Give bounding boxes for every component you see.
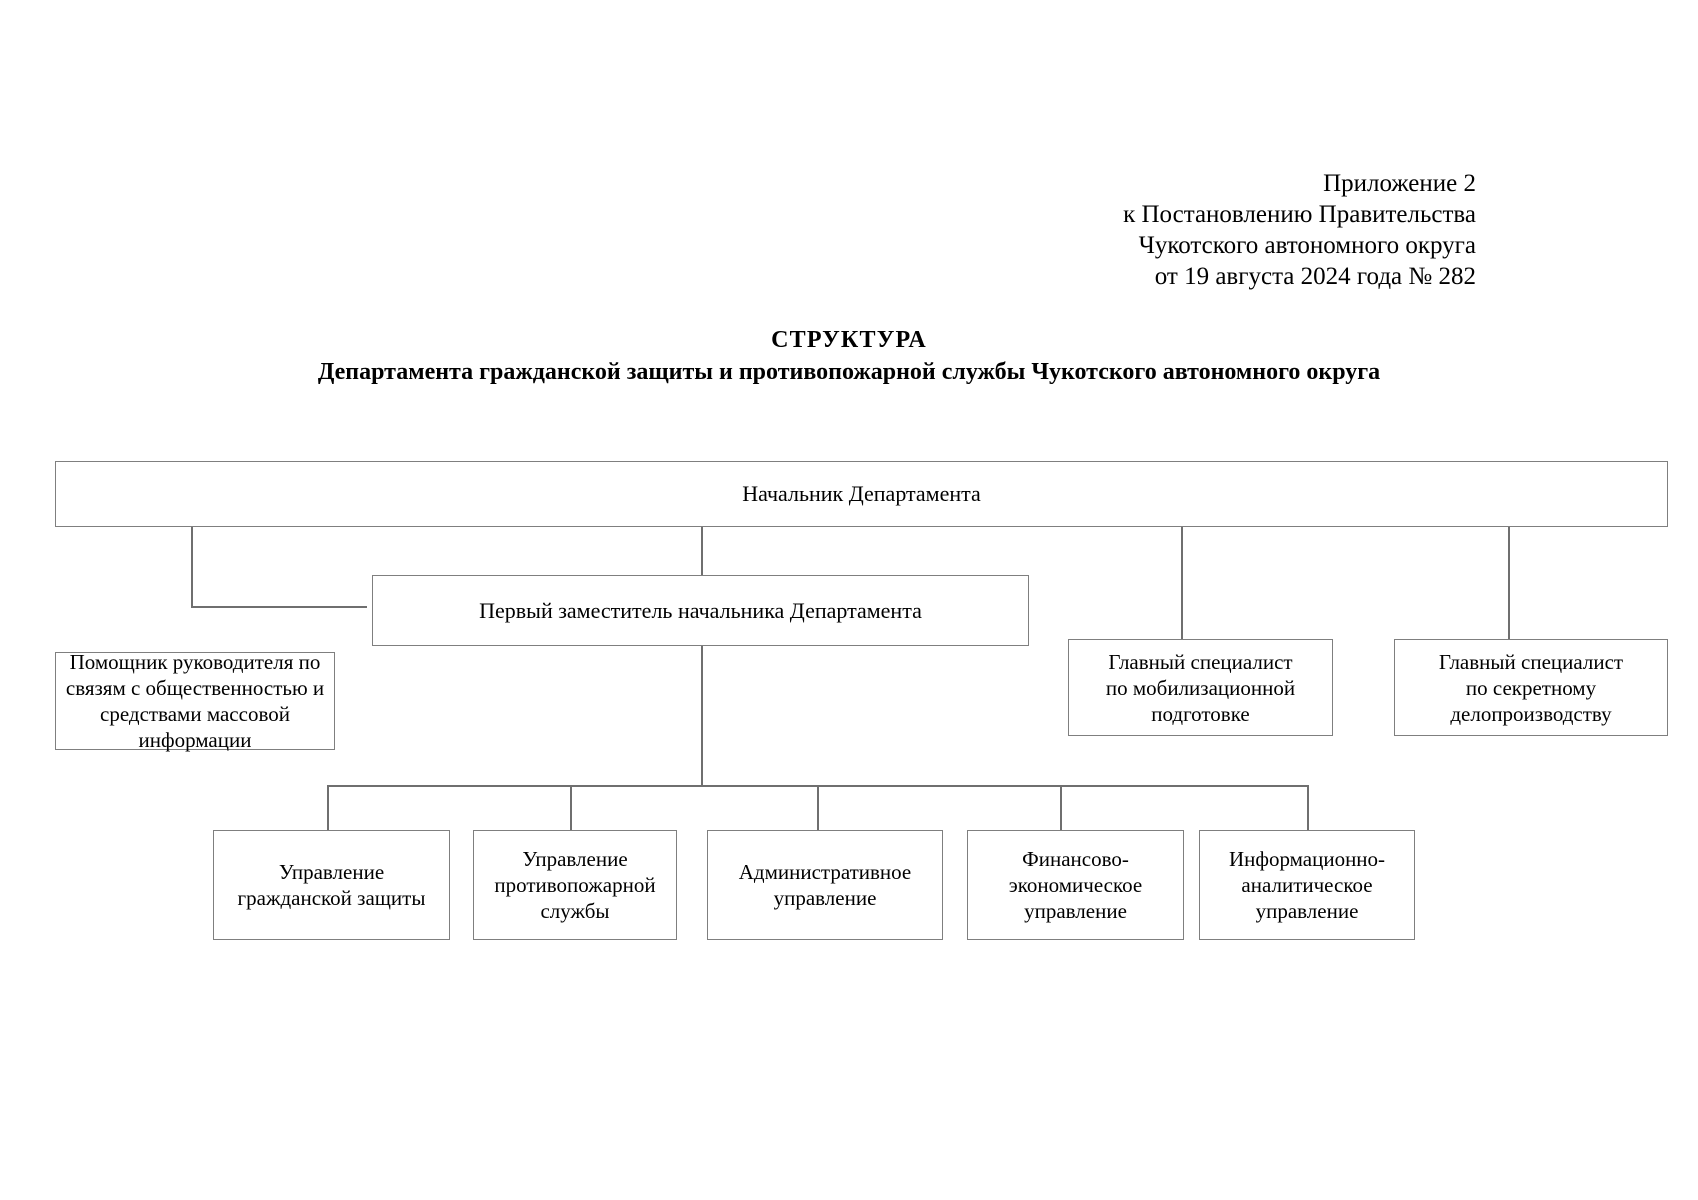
node-chief-specialist-secret-records[interactable]: Главный специалист по секретному делопро… [1394,639,1668,736]
node-head-of-department-label: Начальник Департамента [742,481,981,506]
reference-line-2: к Постановлению Правительства [1123,201,1476,228]
connector-root-stem-left [191,493,193,607]
connector-root-stem-mobil [1181,493,1183,640]
document-reference-block: Приложение 2 к Постановлению Правительст… [1123,168,1476,292]
node-assistant-public-relations[interactable]: Помощник руководителя по связям с общест… [55,650,335,752]
connector-root-bus-left [191,606,367,608]
connector-root-stem-secret [1508,493,1510,640]
connector-level2-drop-4 [1060,785,1062,831]
reference-line-4: от 19 августа 2024 года № 282 [1154,263,1476,290]
node-administrative-directorate-label: Административное управление [738,860,912,910]
node-assistant-public-relations-label: Помощник руководителя по связям с общест… [65,650,325,752]
node-financial-economic-directorate-label: Финансово- экономическое управление [1008,847,1143,923]
connector-deputy-stem [701,645,703,786]
node-chief-specialist-secret-records-label: Главный специалист по секретному делопро… [1438,649,1624,726]
node-information-analytical-directorate[interactable]: Информационно- аналитическое управление [1199,830,1415,940]
document-title: СТРУКТУРА [771,327,927,353]
node-first-deputy-head[interactable]: Первый заместитель начальника Департамен… [372,575,1029,646]
document-subtitle: Департамента гражданской защиты и против… [317,359,1381,385]
node-civil-protection-directorate[interactable]: Управление гражданской защиты [213,830,450,940]
reference-line-3: Чукотского автономного округа [1138,232,1476,259]
node-first-deputy-head-label: Первый заместитель начальника Департамен… [479,597,922,623]
node-chief-specialist-mobilization[interactable]: Главный специалист по мобилизационной по… [1068,639,1333,736]
node-financial-economic-directorate[interactable]: Финансово- экономическое управление [967,830,1184,940]
connector-level2-drop-5 [1307,785,1309,831]
connector-level2-drop-1 [327,785,329,831]
node-civil-protection-directorate-label: Управление гражданской защиты [237,860,426,910]
node-head-of-department[interactable]: Начальник Департамента [55,461,1668,527]
node-information-analytical-directorate-label: Информационно- аналитическое управление [1228,847,1386,923]
node-chief-specialist-mobilization-label: Главный специалист по мобилизационной по… [1105,649,1296,726]
connector-level2-drop-3 [817,785,819,831]
reference-line-1: Приложение 2 [1323,170,1476,197]
connector-level2-drop-2 [570,785,572,831]
node-fire-service-directorate-label: Управление противопожарной службы [494,847,656,923]
connector-root-stem-deputy [701,493,703,576]
node-fire-service-directorate[interactable]: Управление противопожарной службы [473,830,677,940]
node-administrative-directorate[interactable]: Административное управление [707,830,943,940]
